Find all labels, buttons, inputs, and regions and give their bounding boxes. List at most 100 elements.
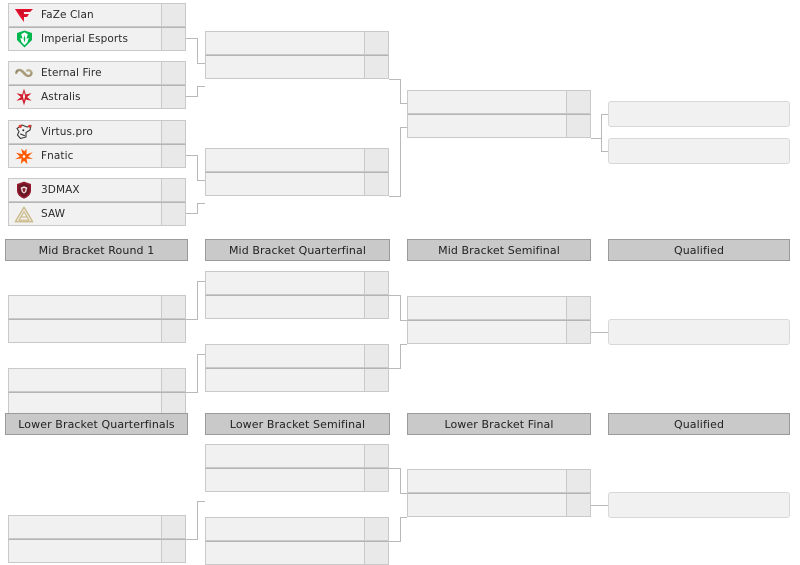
match-slot[interactable]	[205, 517, 389, 541]
connector	[389, 79, 401, 80]
score-cell	[364, 272, 388, 294]
round-header-mid-semifinal: Mid Bracket Semifinal	[407, 239, 591, 261]
match-slot[interactable]: Fnatic	[8, 144, 186, 168]
score-cell	[566, 470, 590, 492]
team-name: Eternal Fire	[41, 67, 102, 79]
match-slot[interactable]: Eternal Fire	[8, 61, 186, 85]
connector	[601, 114, 608, 115]
score-cell	[364, 345, 388, 367]
match-mid-sf-1[interactable]	[407, 296, 591, 344]
match-mid-r1-1[interactable]	[8, 295, 186, 343]
match-slot[interactable]	[205, 344, 389, 368]
astralis-logo	[11, 86, 37, 108]
match-slot[interactable]	[205, 468, 389, 492]
match-upper-r1-2[interactable]: Eternal Fire Astralis	[8, 61, 186, 109]
match-slot[interactable]	[205, 444, 389, 468]
qualified-slot-lower-1[interactable]	[608, 492, 790, 518]
match-slot[interactable]	[407, 114, 591, 138]
match-slot[interactable]	[407, 469, 591, 493]
match-slot[interactable]	[407, 296, 591, 320]
score-cell	[161, 393, 185, 415]
connector	[197, 86, 205, 87]
score-cell	[364, 296, 388, 318]
match-mid-qf-1[interactable]	[205, 271, 389, 319]
round-header-label: Qualified	[673, 243, 725, 257]
qualified-slot-mid-1[interactable]	[608, 319, 790, 345]
connector	[197, 203, 205, 204]
connector	[186, 213, 198, 214]
score-cell	[161, 4, 185, 26]
match-lower-final-1[interactable]	[407, 469, 591, 517]
connector	[197, 203, 198, 214]
match-upper-r1-4[interactable]: 3DMAX SAW	[8, 178, 186, 226]
saw-logo	[11, 203, 37, 225]
match-slot[interactable]: Virtus.pro	[8, 120, 186, 144]
match-slot[interactable]	[8, 515, 186, 539]
round-header-label: Mid Bracket Round 1	[38, 243, 155, 257]
match-mid-r1-2[interactable]	[8, 368, 186, 416]
match-lower-sf-1[interactable]	[205, 444, 389, 492]
connector	[400, 127, 407, 128]
connector	[400, 103, 407, 104]
score-cell	[566, 321, 590, 343]
score-cell	[364, 56, 388, 78]
connector	[591, 505, 608, 506]
round-header-label: Lower Bracket Final	[444, 417, 554, 431]
score-cell	[364, 518, 388, 540]
match-slot[interactable]	[205, 148, 389, 172]
score-cell	[161, 179, 185, 201]
match-slot[interactable]	[205, 541, 389, 565]
match-slot[interactable]	[205, 172, 389, 196]
team-name: Virtus.pro	[41, 126, 93, 138]
match-slot[interactable]	[407, 493, 591, 517]
score-cell	[364, 445, 388, 467]
score-cell	[161, 86, 185, 108]
team-name: Astralis	[41, 91, 81, 103]
match-slot[interactable]	[8, 295, 186, 319]
match-slot[interactable]: FaZe Clan	[8, 3, 186, 27]
match-upper-r2-1[interactable]	[205, 31, 389, 79]
imperial-logo	[11, 28, 37, 50]
match-upper-r3-1[interactable]	[407, 90, 591, 138]
qualified-slot-upper-1[interactable]	[608, 101, 790, 127]
score-cell	[161, 516, 185, 538]
score-cell	[161, 28, 185, 50]
match-slot[interactable]	[205, 31, 389, 55]
team-name: Fnatic	[41, 150, 74, 162]
round-header-mid-quarterfinal: Mid Bracket Quarterfinal	[205, 239, 390, 261]
match-upper-r1-1[interactable]: FaZe Clan Imperial Esports	[8, 3, 186, 51]
match-slot[interactable]	[205, 368, 389, 392]
match-slot[interactable]: 3DMAX	[8, 178, 186, 202]
match-upper-r2-2[interactable]	[205, 148, 389, 196]
connector	[197, 86, 198, 97]
connector	[186, 96, 198, 97]
match-slot[interactable]	[205, 271, 389, 295]
score-cell	[364, 469, 388, 491]
match-slot[interactable]	[205, 55, 389, 79]
connector	[400, 468, 401, 494]
match-slot[interactable]: Astralis	[8, 85, 186, 109]
match-lower-sf-2[interactable]	[205, 517, 389, 565]
round-header-mid-round1: Mid Bracket Round 1	[5, 239, 188, 261]
round-header-label: Mid Bracket Quarterfinal	[228, 243, 367, 257]
team-name: 3DMAX	[41, 184, 80, 196]
round-header-lower-quarterfinals: Lower Bracket Quarterfinals	[5, 413, 188, 435]
team-name: Imperial Esports	[41, 33, 129, 45]
match-slot[interactable]	[8, 368, 186, 392]
match-slot[interactable]	[205, 295, 389, 319]
match-mid-qf-2[interactable]	[205, 344, 389, 392]
match-lower-qf-1[interactable]	[8, 515, 186, 563]
match-slot[interactable]	[8, 539, 186, 563]
match-upper-r1-3[interactable]: Virtus.pro Fnatic	[8, 120, 186, 168]
connector	[186, 319, 198, 320]
match-slot[interactable]: SAW	[8, 202, 186, 226]
match-slot[interactable]	[8, 319, 186, 343]
fnatic-logo	[11, 145, 37, 167]
connector	[389, 295, 401, 296]
match-slot[interactable]	[407, 320, 591, 344]
qualified-slot-upper-2[interactable]	[608, 138, 790, 164]
connector	[186, 539, 198, 540]
match-slot[interactable]	[407, 90, 591, 114]
match-slot[interactable]: Imperial Esports	[8, 27, 186, 51]
